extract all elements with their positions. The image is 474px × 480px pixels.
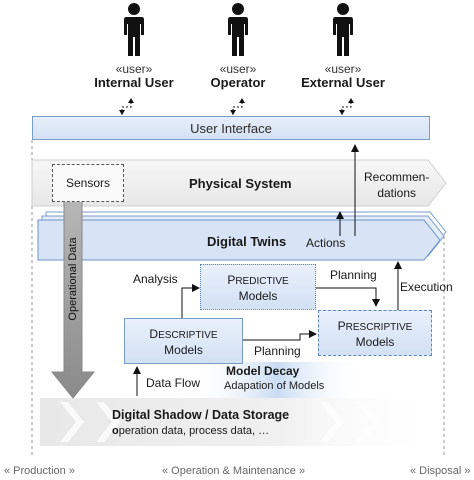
sensors-box: Sensors <box>52 164 124 202</box>
operator-icon <box>228 3 248 56</box>
actor-name: External User <box>301 75 385 90</box>
actor-internal-user: «user» Internal User <box>79 62 189 90</box>
actor-stereotype: «user» <box>115 62 153 76</box>
descriptive-line2: Models <box>164 343 203 357</box>
predictive-smallcaps: REDICTIVE <box>235 276 289 287</box>
shadow-chevrons <box>60 402 380 442</box>
storage-detail-rest: peration data, process data, … <box>118 425 270 437</box>
internal-user-icon <box>124 3 144 56</box>
actions-label: Actions <box>306 236 346 250</box>
digital-twins-label: Digital Twins <box>207 234 287 249</box>
predictive-initial: P <box>227 273 236 287</box>
recommendations-label: Recommen- dations <box>364 169 429 201</box>
prescriptive-smallcaps: RESCRIPTIVE <box>345 322 413 333</box>
lifecycle-production: « Production » <box>4 465 75 477</box>
descriptive-models-box: DESCRIPTIVE Models <box>124 318 243 364</box>
operational-data-arrow <box>50 195 96 399</box>
adaptation-label: Adapation of Models <box>224 380 325 392</box>
physical-system-label: Physical System <box>189 176 292 191</box>
predictive-models-box: PREDICTIVE Models <box>200 264 316 310</box>
execution-label: Execution <box>400 280 453 294</box>
descriptive-initial: D <box>149 327 159 341</box>
user-interface-layer: User Interface <box>32 116 430 140</box>
planning-label-bottom: Planning <box>254 344 301 358</box>
actor-connectors <box>121 99 352 115</box>
descriptive-smallcaps: ESCRIPTIVE <box>158 330 218 341</box>
analysis-arrow <box>181 284 200 318</box>
storage-detail-lead: o <box>112 425 119 437</box>
model-decay-band <box>190 362 364 398</box>
operational-data-label: Operational Data <box>67 237 79 321</box>
storage-detail-label: operation data, process data, … <box>112 424 269 438</box>
model-decay-label: Model Decay <box>226 364 300 378</box>
physical-system-banner <box>31 159 447 207</box>
data-flow-label: Data Flow <box>146 376 201 390</box>
digital-shadow-label: Digital Shadow / Data Storage <box>112 408 290 422</box>
external-user-icon <box>333 3 353 56</box>
planning-label-top: Planning <box>330 268 377 282</box>
actor-stereotype: «user» <box>324 62 362 76</box>
prescriptive-line2: Models <box>355 335 395 349</box>
lifecycle-operation: « Operation & Maintenance » <box>162 465 306 477</box>
predictive-line2: Models <box>238 289 278 303</box>
actor-name: Operator <box>210 75 266 90</box>
prescriptive-models-box: PRESCRIPTIVE Models <box>318 310 432 356</box>
actor-external-user: «user» External User <box>288 62 398 90</box>
planning-arrow-top <box>316 287 380 307</box>
recommendations-line: dations <box>377 186 417 200</box>
prescriptive-initial: P <box>337 319 346 333</box>
actor-stereotype: «user» <box>219 62 257 76</box>
actor-name: Internal User <box>94 75 174 90</box>
recommendations-line: Recommen- <box>364 170 430 184</box>
planning-arrow-bottom <box>243 330 317 341</box>
analysis-label: Analysis <box>133 272 178 286</box>
lifecycle-disposal: « Disposal » <box>410 465 471 477</box>
actor-operator: «user» Operator <box>183 62 293 90</box>
